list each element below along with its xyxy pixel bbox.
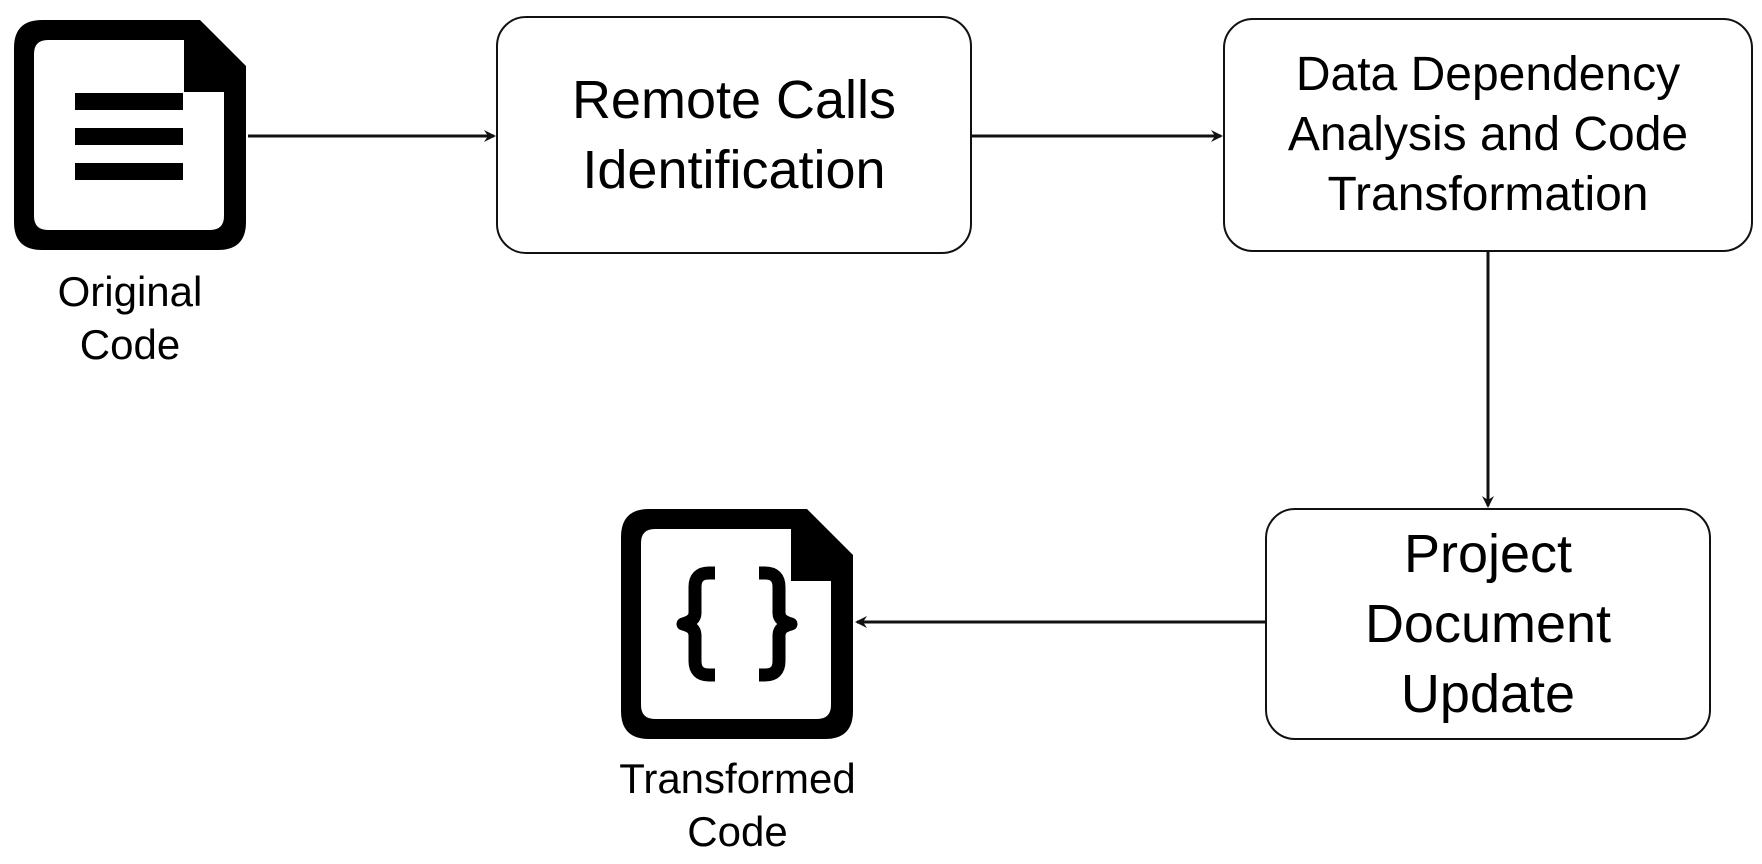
project-document-update-node: Project Document Update (1265, 508, 1711, 740)
left-brace-shape (676, 566, 716, 682)
node-label-line: Project (1403, 524, 1573, 584)
document-braces-icon (621, 509, 853, 739)
original-code-label: Original Code (20, 265, 240, 371)
original-code-label-line: Code (79, 321, 181, 368)
right-brace-shape (758, 566, 798, 682)
node-label-line: Identification (582, 140, 886, 200)
remote-calls-identification-node: Remote Calls Identification (496, 16, 972, 254)
node-label-line: Analysis and Code (1287, 108, 1689, 161)
node-label-line: Data Dependency (1295, 48, 1681, 101)
document-lines-icon (14, 20, 246, 250)
node-label-line: Remote Calls (571, 70, 897, 130)
transformed-code-label-line: Transformed (619, 755, 856, 802)
data-dependency-analysis-node: Data Dependency Analysis and Code Transf… (1223, 18, 1753, 252)
node-label-line: Update (1400, 664, 1576, 724)
transformed-code-label-line: Code (687, 808, 788, 855)
node-label-line: Document (1364, 594, 1612, 654)
original-code-label-line: Original (57, 268, 203, 315)
node-label-line: Transformation (1327, 168, 1649, 221)
transformed-code-label: Transformed Code (585, 752, 890, 858)
